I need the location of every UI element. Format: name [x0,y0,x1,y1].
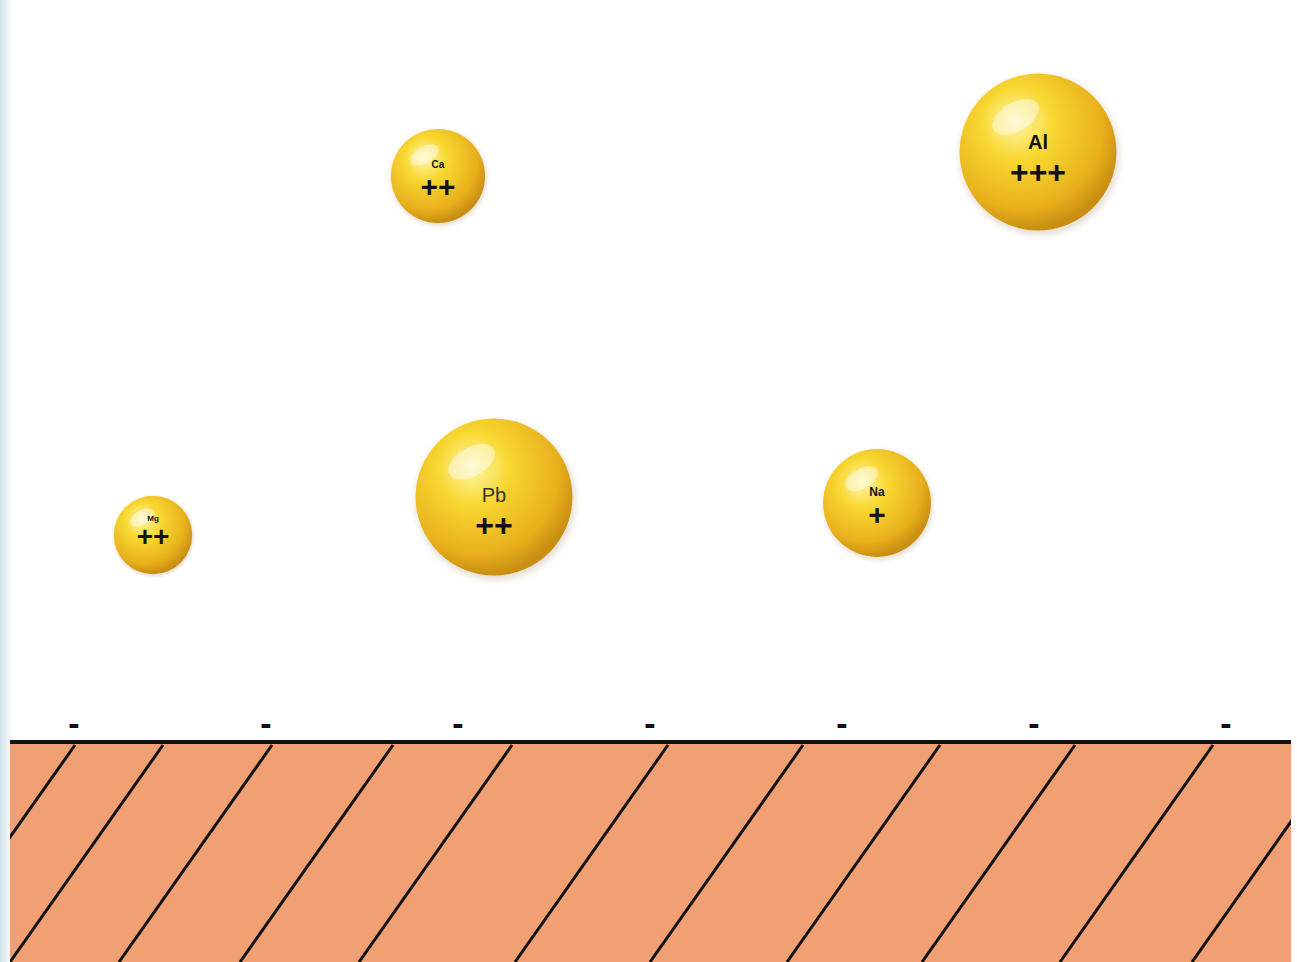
negative-charge: - [452,706,463,740]
sphere-shape [958,72,1118,232]
charge-sign: ++ [420,172,455,202]
negative-charge: - [1028,706,1039,740]
negative-charge: - [644,706,655,740]
sphere-body [391,129,485,223]
ion-sphere: Na + [822,448,932,558]
element-symbol: Mg [147,515,159,523]
negative-charge: - [836,706,847,740]
charge-sign: ++ [475,509,512,541]
element-symbol: Pb [482,485,506,505]
ion-sphere: Mg++ [113,495,193,575]
charge-sign: + [868,500,886,530]
element-symbol: Ca [432,160,445,170]
negative-charge: - [1220,706,1231,740]
charge-sign: ++ [137,523,170,551]
sphere-body [114,496,192,574]
surface-hatching [10,745,1291,962]
sphere-body [416,419,573,576]
sphere-shadow [114,497,194,577]
sphere-body [960,74,1117,231]
sphere-shadow [391,130,487,226]
sphere-highlight [442,437,501,488]
ion-sphere: Pb ++ [414,417,574,577]
negative-charge: - [260,706,271,740]
charge-sign: +++ [1010,156,1066,188]
surface-line [10,740,1291,744]
element-symbol: Na [869,486,884,498]
sphere-body [823,449,931,557]
ion-sphere: Ca ++ [390,128,486,224]
surface-fill [10,744,1291,962]
negative-charge: - [68,706,79,740]
element-symbol: Al [1028,132,1048,152]
ion-sphere: Al +++ [958,72,1118,232]
